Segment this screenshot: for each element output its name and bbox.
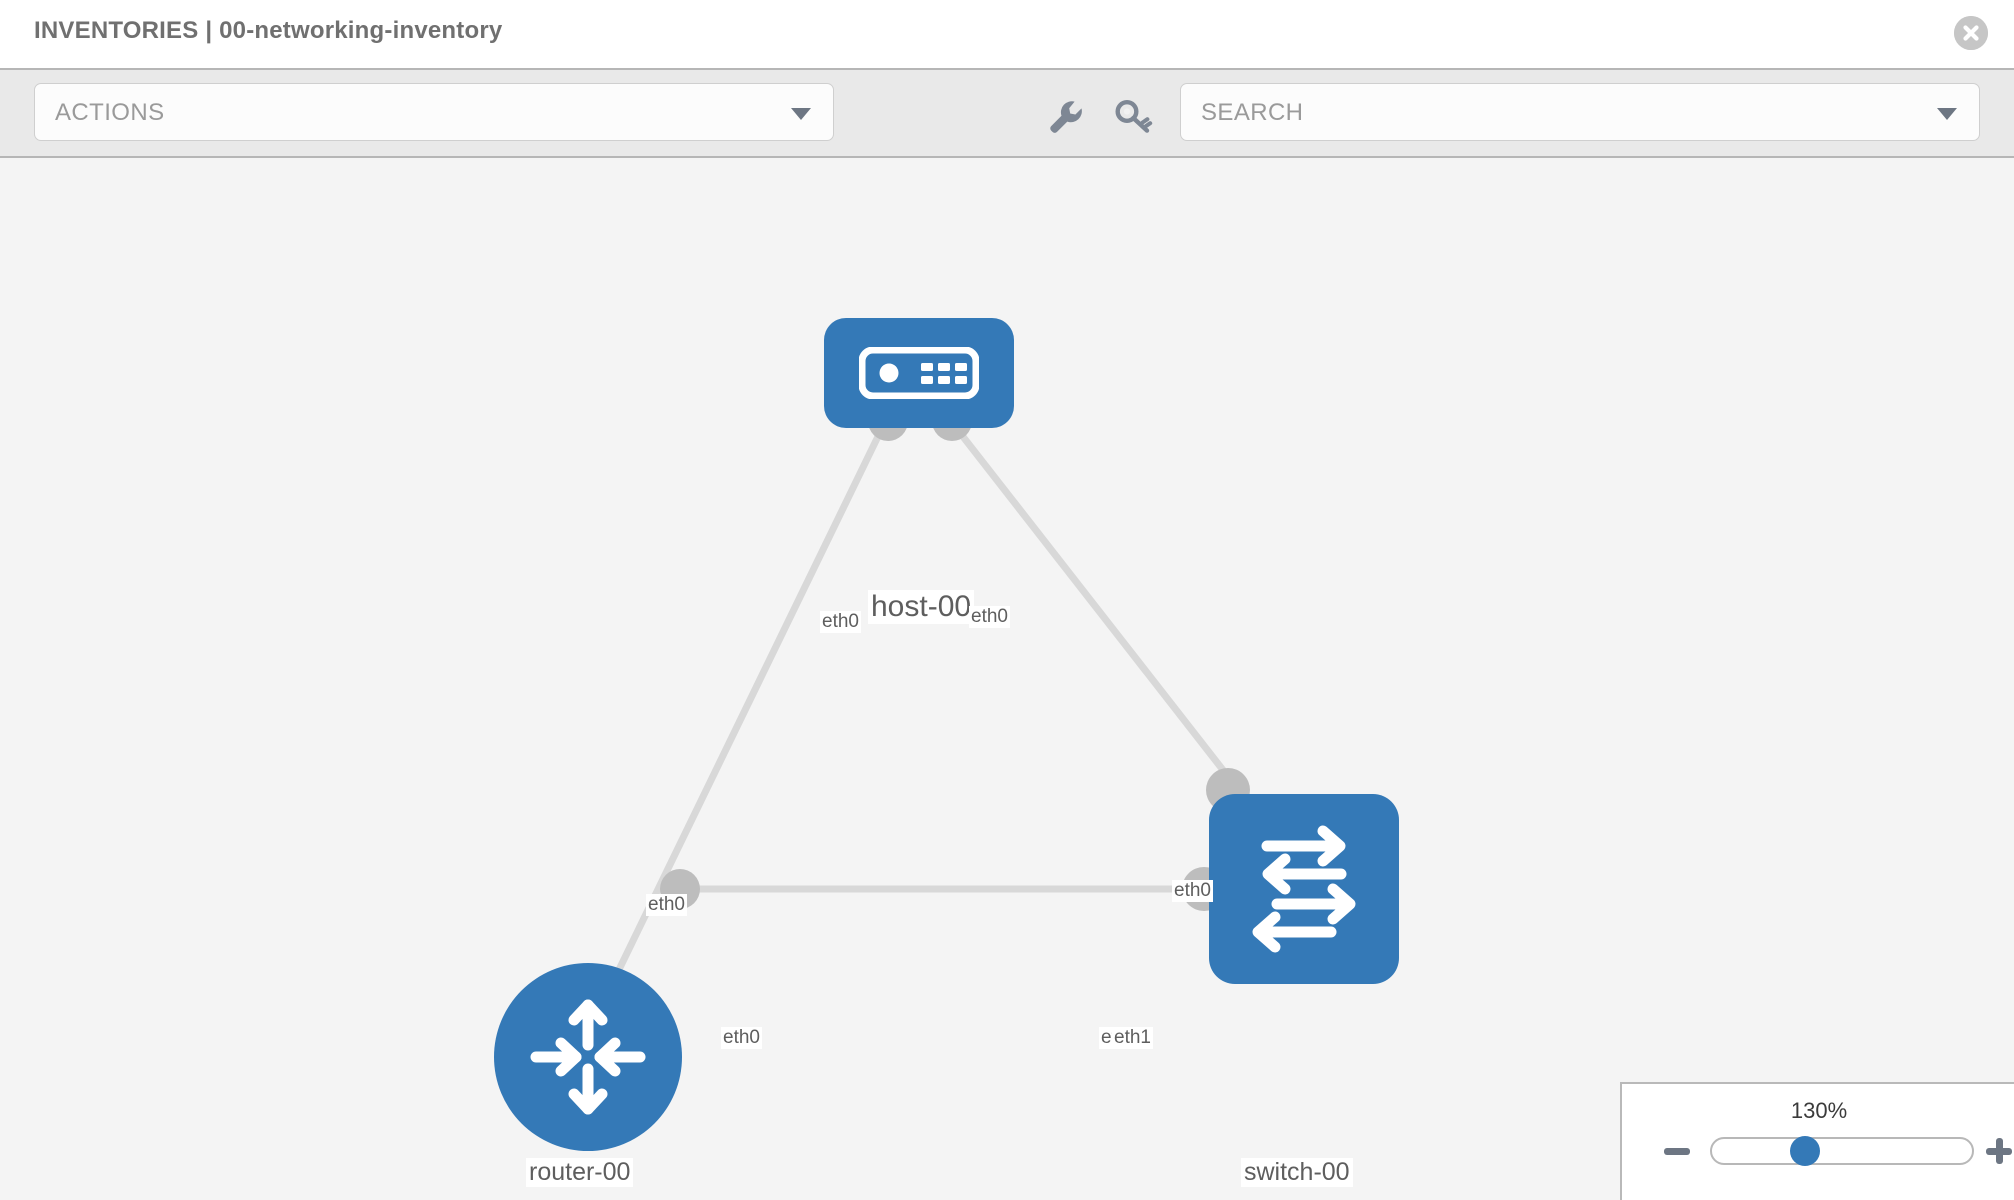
node-router-shape <box>494 963 682 1151</box>
wrench-icon <box>1050 101 1082 133</box>
node-label-host-00: host-00 <box>868 590 975 624</box>
zoom-control-panel: 130% <box>1620 1082 2014 1200</box>
node-switch-shape <box>1209 794 1399 984</box>
node-switch-00[interactable] <box>1209 794 1399 984</box>
toolbar: ACTIONS SEARCH <box>0 68 2014 158</box>
edge-label-router-right: eth0 <box>721 1027 762 1049</box>
chevron-down-icon <box>791 108 811 120</box>
zoom-level-value: 130% <box>1790 1098 1848 1123</box>
close-icon <box>1954 16 1988 50</box>
search-placeholder: SEARCH <box>1201 99 1304 126</box>
chevron-down-icon <box>1937 108 1957 120</box>
server-icon <box>859 347 979 399</box>
node-label-router-00: router-00 <box>526 1158 634 1187</box>
node-router-00[interactable] <box>494 963 682 1151</box>
page-header: INVENTORIES | 00-networking-inventory <box>0 0 2014 68</box>
page-title: INVENTORIES | 00-networking-inventory <box>34 17 503 44</box>
topology-links <box>608 417 1240 986</box>
zoom-in-button[interactable] <box>1986 1138 2012 1164</box>
edge-label-host-left: eth0 <box>820 611 861 633</box>
link-host-router[interactable] <box>608 418 890 986</box>
key-button[interactable] <box>1113 96 1153 136</box>
zoom-slider-track[interactable] <box>1710 1137 1974 1165</box>
zoom-slider-thumb[interactable] <box>1790 1136 1820 1166</box>
node-host-00[interactable] <box>824 318 1014 428</box>
key-icon <box>1115 99 1153 133</box>
link-host-switch[interactable] <box>947 417 1240 791</box>
router-arrows-icon <box>530 999 646 1115</box>
actions-dropdown[interactable]: ACTIONS <box>34 83 834 141</box>
wrench-button[interactable] <box>1045 96 1085 136</box>
zoom-out-button[interactable] <box>1664 1148 1690 1155</box>
edge-label-switch-up: eth0 <box>1172 880 1213 902</box>
edge-label-host-right: eth0 <box>969 606 1010 628</box>
close-button[interactable] <box>1954 16 1988 50</box>
edge-label-router-up: eth0 <box>646 894 687 916</box>
node-label-switch-00: switch-00 <box>1241 1158 1353 1187</box>
actions-dropdown-label: ACTIONS <box>55 99 165 126</box>
node-host-shape <box>824 318 1014 428</box>
switch-arrows-icon <box>1252 825 1356 953</box>
search-input[interactable]: SEARCH <box>1180 83 1980 141</box>
edge-label-switch-left-b: eth1 <box>1112 1027 1153 1049</box>
topology-canvas[interactable]: host-00 router-00 <box>0 158 2014 1200</box>
